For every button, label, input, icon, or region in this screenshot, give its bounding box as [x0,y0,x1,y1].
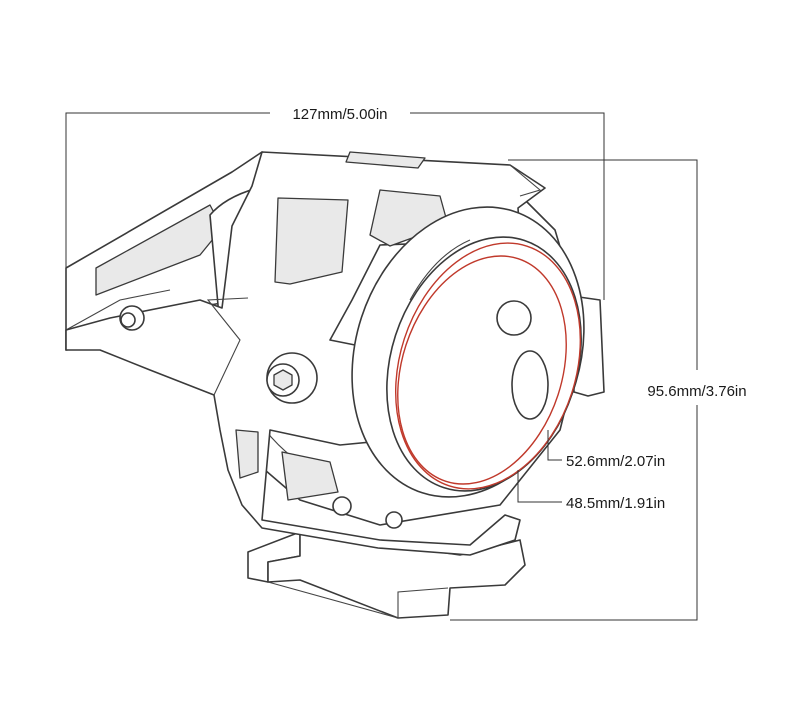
width-label: 127mm/5.00in [292,106,387,123]
outer-ring [394,242,582,490]
lens-dot-lower [511,350,549,420]
outer-ring-label: 52.6mm/2.07in [566,453,665,470]
height-label: 95.6mm/3.76in [647,383,746,400]
bottom-bolt [332,496,403,529]
height-dimension: 95.6mm/3.76in [450,159,747,621]
outer-ring-callout: 52.6mm/2.07in [547,430,665,470]
lens-assembly [351,206,585,498]
lens-dot-upper [496,300,532,336]
center-bolt [266,352,318,404]
inner-ring-label: 48.5mm/1.91in [566,495,665,512]
width-dimension: 127mm/5.00in [65,106,605,330]
bolts [119,305,403,529]
inner-ring [397,255,567,485]
mount-base [247,531,526,619]
left-bolt [119,305,145,331]
inner-ring-callout: 48.5mm/1.91in [517,470,665,512]
